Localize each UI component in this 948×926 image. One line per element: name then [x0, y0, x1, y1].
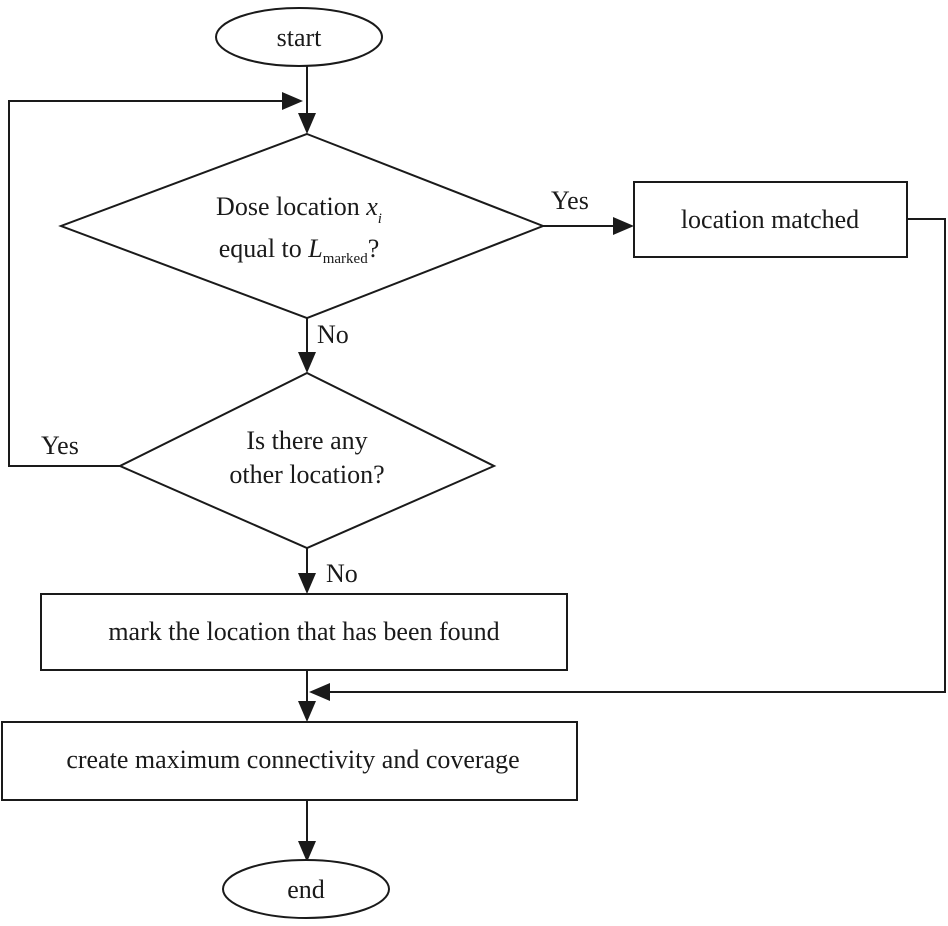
decision1-line1: Dose location xi — [216, 192, 382, 227]
arrowhead-decision1-top — [298, 113, 316, 134]
label-decision2-yes: Yes — [41, 431, 79, 460]
process-mark-location — [40, 593, 568, 671]
arrowhead-loop-return — [282, 92, 303, 110]
arrowhead-decision2-top — [298, 352, 316, 373]
edge-decision2-yes-loop — [8, 100, 284, 467]
decision-other-location — [117, 371, 497, 550]
process-create-connectivity — [1, 721, 578, 801]
arrowhead-end-top — [298, 841, 316, 862]
label-decision1-no: No — [317, 320, 349, 349]
start-terminal — [215, 7, 383, 67]
decision-location-equal — [58, 132, 546, 320]
decision2-line1: Is there any — [246, 426, 367, 455]
process-mark-location-label: mark the location that has been found — [108, 617, 499, 646]
process-create-connectivity-label: create maximum connectivity and coverage — [66, 745, 519, 774]
arrowhead-matched — [613, 217, 634, 235]
end-terminal — [222, 859, 390, 919]
process-location-matched — [633, 181, 908, 258]
end-label: end — [287, 875, 325, 904]
edge-matched-to-merge — [330, 218, 946, 693]
decision1-line2: equal to Lmarked? — [219, 234, 380, 267]
label-decision1-yes: Yes — [551, 186, 589, 215]
arrowhead-mark-top — [298, 573, 316, 594]
start-label: start — [277, 23, 323, 52]
label-decision2-no: No — [326, 559, 358, 588]
decision2-line2: other location? — [229, 460, 384, 489]
arrowhead-create-top — [298, 701, 316, 722]
arrowhead-merge — [309, 683, 330, 701]
process-location-matched-label: location matched — [681, 205, 859, 234]
